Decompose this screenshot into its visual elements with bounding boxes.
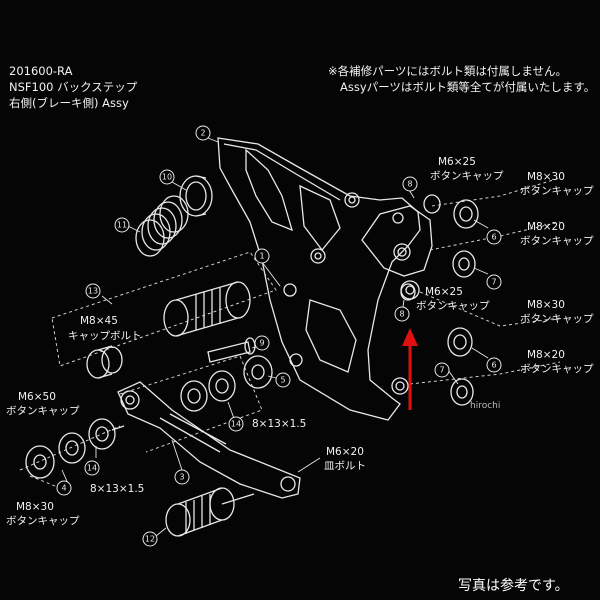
part-marker-3 <box>174 469 190 485</box>
part-number-11: 11 <box>117 221 127 230</box>
part-marker-10 <box>159 169 175 185</box>
bracket-edge-line <box>223 143 341 201</box>
part-number-8: 8 <box>399 310 404 319</box>
bracket-inner-cutout-2 <box>299 184 341 252</box>
bracket-inner-cutout-3 <box>305 299 357 373</box>
part-number-12: 12 <box>145 535 155 544</box>
part-number-6: 6 <box>491 361 496 370</box>
product-side: 右側(ブレーキ側) Assy <box>9 96 129 110</box>
label-button-cap-a: ボタンキャップ <box>520 185 594 197</box>
part-number-8: 8 <box>407 180 412 189</box>
label-collar-a: 8×13×1.5 <box>252 418 307 430</box>
brake-pedal-arm <box>117 381 301 499</box>
product-code: 201600-RA <box>9 64 73 78</box>
label-button-cap-c: ボタンキャップ <box>520 313 594 325</box>
label-countersunk: 皿ボルト <box>324 460 366 472</box>
part-marker-11 <box>114 217 130 233</box>
part-marker-6a <box>486 229 502 245</box>
part-marker-7b <box>434 362 450 378</box>
part-marker-9 <box>254 335 270 351</box>
label-button-cap-d: ボタンキャップ <box>520 363 594 375</box>
part-number-markers <box>56 125 502 547</box>
part-number-10: 10 <box>162 173 172 182</box>
label-m8x30-a: M8×30 <box>527 171 565 183</box>
part-marker-8b <box>394 306 410 322</box>
watermark: hirochi <box>470 401 501 411</box>
label-m6x25-top: M6×25 <box>438 156 476 168</box>
red-arrow-indicator <box>402 328 418 410</box>
part-number-7: 7 <box>491 278 496 287</box>
part-marker-14a <box>228 416 244 432</box>
bracket-inner-cutout-1 <box>245 148 294 232</box>
footer-note: 写真は参考です。 <box>458 578 569 594</box>
part-number-14: 14 <box>231 420 241 429</box>
part-number-5: 5 <box>280 376 285 385</box>
part-number-1: 1 <box>259 252 264 261</box>
part-number-2: 2 <box>200 129 205 138</box>
label-cap-bolt: キャップボルト <box>68 330 142 342</box>
part-number-7: 7 <box>439 366 444 375</box>
notice-line-1: ※各補修パーツにはボルト類は付属しません。 <box>328 64 568 78</box>
part-marker-1 <box>254 248 270 264</box>
part-number-4: 4 <box>61 484 66 493</box>
label-m6x50: M6×50 <box>18 391 56 403</box>
part-marker-6b <box>486 357 502 373</box>
part-number-3: 3 <box>179 473 184 482</box>
label-button-cap-top: ボタンキャップ <box>430 170 504 182</box>
notice-line-2: Assyパーツはボルト類等全てが付属いたします。 <box>340 80 596 94</box>
rear-plate <box>361 205 433 277</box>
label-m6x25-mid: M6×25 <box>425 286 463 298</box>
part-marker-2 <box>195 125 211 141</box>
part-marker-4 <box>56 480 72 496</box>
part-number-6: 6 <box>491 233 496 242</box>
label-button-cap-mid: ボタンキャップ <box>416 300 490 312</box>
part-marker-12 <box>142 531 158 547</box>
part-number-13: 13 <box>88 287 98 296</box>
bracket-plate <box>217 137 421 421</box>
label-collar-b: 8×13×1.5 <box>90 483 145 495</box>
part-number-texts: 2 1 3 4 5 6 7 6 7 8 8 9 10 11 12 13 14 1… <box>61 129 496 544</box>
label-button-cap-b: ボタンキャップ <box>520 235 594 247</box>
label-button-cap-bottom: ボタンキャップ <box>6 515 80 527</box>
label-m8x20-a: M8×20 <box>527 221 565 233</box>
part-marker-13 <box>85 283 101 299</box>
label-button-cap-left: ボタンキャップ <box>6 405 80 417</box>
label-m8x45: M8×45 <box>80 315 118 327</box>
part-marker-5 <box>275 372 291 388</box>
label-m8x20-b: M8×20 <box>527 349 565 361</box>
part-marker-7a <box>486 274 502 290</box>
part-marker-8a <box>402 176 418 192</box>
part-number-9: 9 <box>259 339 264 348</box>
product-model: NSF100 バックステップ <box>9 80 138 94</box>
label-m8x30-b: M8×30 <box>527 299 565 311</box>
label-m8x30-bottom: M8×30 <box>16 501 54 513</box>
part-marker-14b <box>84 460 100 476</box>
label-m6x20: M6×20 <box>326 446 364 458</box>
part-number-14: 14 <box>87 464 97 473</box>
